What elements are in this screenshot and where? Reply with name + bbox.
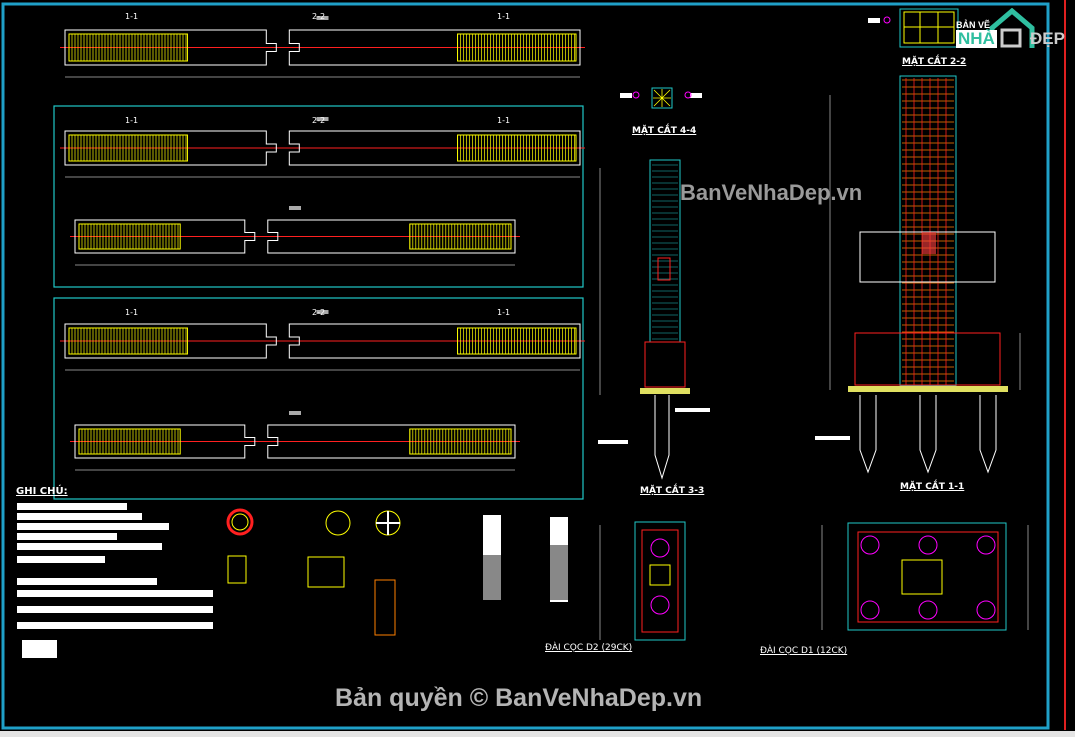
pile-label-left: 1-1 bbox=[125, 308, 139, 317]
bottom-strip bbox=[0, 731, 1075, 737]
connection-details bbox=[226, 508, 568, 636]
pile-outline bbox=[64, 323, 581, 359]
pile-elevations bbox=[60, 16, 585, 471]
pile-group-frame-1 bbox=[53, 105, 584, 288]
footing-plan-d2 bbox=[599, 521, 686, 641]
note-line bbox=[17, 523, 169, 530]
column-elevation-large bbox=[815, 75, 1021, 474]
note-line bbox=[17, 622, 213, 629]
note-line bbox=[22, 640, 57, 658]
dimension-tag bbox=[289, 411, 301, 415]
note-line bbox=[17, 513, 142, 520]
pile-label-right: 1-1 bbox=[497, 116, 511, 125]
pile-elevation bbox=[70, 411, 520, 471]
pile-group-frame-2 bbox=[53, 297, 584, 500]
sheet-frame bbox=[1, 2, 1050, 730]
section-2-2-title: MẶT CẮT 2-2 bbox=[902, 57, 967, 67]
dimension-tag bbox=[316, 310, 329, 314]
site-logo: BẢN VẼ NHÀ ĐẸP bbox=[952, 8, 1067, 52]
dimension-tag bbox=[316, 117, 329, 121]
footing-d2-caption: ĐÀI CỌC D2 (29CK) bbox=[545, 643, 633, 653]
note-line bbox=[17, 543, 162, 550]
pile-outline bbox=[74, 219, 516, 254]
note-line bbox=[17, 590, 213, 597]
pile-label-middle: 2-2 bbox=[312, 116, 326, 125]
note-line bbox=[17, 503, 127, 510]
pile-outline bbox=[64, 130, 581, 166]
section-4-4-detail bbox=[620, 87, 702, 109]
section-4-4-title: MẶT CẮT 4-4 bbox=[632, 126, 697, 136]
pile-label-middle: 2-2 bbox=[312, 12, 326, 21]
pile-label-left: 1-1 bbox=[125, 116, 139, 125]
logo-line3: ĐẸP bbox=[1030, 29, 1065, 48]
pile-label-right: 1-1 bbox=[497, 12, 511, 21]
notes-title: GHI CHÚ: bbox=[16, 486, 68, 497]
pile-outline bbox=[74, 424, 516, 459]
footing-d1-caption: ĐÀI CỌC D1 (12CK) bbox=[760, 646, 848, 656]
footing-plan-d1 bbox=[821, 522, 1029, 631]
pile-elevation bbox=[60, 16, 585, 78]
note-line bbox=[17, 606, 213, 613]
column-elevation-small bbox=[598, 159, 710, 480]
dimension-tag bbox=[316, 16, 329, 20]
watermark-center: BanVeNhaDep.vn bbox=[680, 180, 863, 205]
pile-elevation bbox=[60, 310, 585, 371]
pile-elevation bbox=[70, 206, 520, 266]
pile-label-left: 1-1 bbox=[125, 12, 139, 21]
note-line bbox=[17, 556, 105, 563]
note-line bbox=[17, 578, 157, 585]
section-3-3-title: MẶT CẮT 3-3 bbox=[640, 486, 705, 496]
pile-outline bbox=[64, 29, 581, 66]
pile-label-right: 1-1 bbox=[497, 308, 511, 317]
logo-line2: NHÀ bbox=[956, 29, 997, 48]
logo-line1: BẢN VẼ bbox=[956, 20, 991, 30]
pile-elevation bbox=[60, 117, 585, 178]
dimension-tag bbox=[289, 206, 301, 210]
note-line bbox=[17, 533, 117, 540]
section-1-1-title: MẶT CẮT 1-1 bbox=[900, 482, 965, 492]
watermark-copyright: Bản quyền © BanVeNhaDep.vn bbox=[335, 684, 703, 712]
pile-label-middle: 2-2 bbox=[312, 308, 326, 317]
section-2-2-detail bbox=[868, 8, 959, 48]
